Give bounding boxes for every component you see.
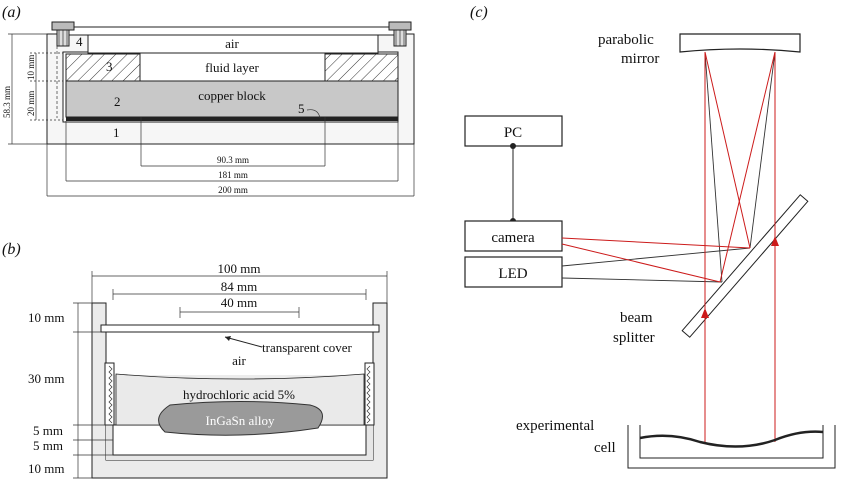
beam-splitter [681, 194, 809, 338]
mirror-label-line1: parabolic [598, 32, 654, 48]
arrow-up-left-icon [701, 308, 709, 318]
dim-10-label: 10 mm [26, 55, 36, 80]
part-5-label: 5 [298, 101, 305, 116]
panel-b-label: (b) [2, 241, 21, 258]
glass-cover [87, 34, 379, 54]
spacer-left [65, 53, 141, 82]
transparent-cover [100, 324, 380, 333]
panel-b: (b) transparent cover air hydrochloric a… [2, 241, 388, 479]
dim-40-label: 40 mm [221, 295, 257, 310]
dim-5b-label: 5 mm [33, 438, 63, 453]
part-4-label: 4 [76, 34, 83, 49]
transparent-cover-label: transparent cover [262, 340, 353, 355]
led-label: LED [498, 266, 527, 282]
dim-20-label: 20 mm [26, 91, 36, 116]
air-label-b: air [232, 353, 246, 368]
camera-label: camera [491, 230, 535, 246]
fluid-layer-label: fluid layer [205, 60, 259, 75]
splitter-label-line1: beam [620, 310, 653, 326]
copper-block [65, 80, 399, 118]
pc-label: PC [504, 125, 522, 141]
panel-a: (a) air 4 fluid layer 3 copper block 2 [2, 4, 415, 197]
dim-181-label: 181 mm [218, 170, 248, 180]
dim-10-bottom-label: 10 mm [28, 461, 64, 476]
ray-led-1 [561, 247, 751, 267]
cover-leader [224, 336, 263, 348]
dim-10-top-label: 10 mm [28, 310, 64, 325]
dim-84-label: 84 mm [221, 279, 257, 294]
cell-label-line2: cell [594, 440, 616, 456]
dim-5a-label: 5 mm [33, 423, 63, 438]
bolt-right-icon [388, 21, 412, 47]
copper-block-label: copper block [198, 88, 266, 103]
vessel-body [91, 302, 388, 479]
ray-camera-1 [561, 237, 751, 249]
dim-583-label: 58.3 mm [2, 86, 12, 118]
heater-plate [66, 117, 398, 121]
spacer-right [324, 53, 399, 82]
camera-box [464, 220, 563, 252]
ray-led-2 [561, 277, 723, 283]
part-3-label: 3 [106, 59, 113, 74]
ingasn-alloy-blob [158, 401, 323, 436]
cell-surface-wave [639, 430, 824, 448]
dim-30-label: 30 mm [28, 371, 64, 386]
part-1-label: 1 [113, 125, 120, 140]
mirror-label-line2: mirror [621, 51, 659, 67]
arrow-up-right-icon [771, 236, 779, 246]
air-label-a: air [225, 36, 239, 51]
thread-right [364, 362, 375, 426]
led-box [464, 256, 563, 288]
dim-200-label: 200 mm [218, 185, 248, 195]
top-lid [62, 26, 399, 36]
ray-camera-2 [561, 243, 721, 283]
splitter-label-line2: splitter [613, 330, 655, 346]
experimental-cell [627, 425, 836, 469]
cell-label-line1: experimental [516, 418, 594, 434]
panel-c-label: (c) [470, 4, 488, 21]
pc-box [464, 115, 563, 147]
dim-903-label: 90.3 mm [217, 155, 249, 165]
acid-label: hydrochloric acid 5% [183, 387, 295, 402]
panel-a-label: (a) [2, 4, 21, 21]
panel-c: (c) parabolic mirror PC camera LED beam … [464, 4, 836, 469]
parabolic-mirror [679, 33, 801, 53]
part-2-label: 2 [114, 94, 121, 109]
part-5-leader [306, 109, 321, 119]
bolt-left-icon [51, 21, 75, 47]
dim-100-label: 100 mm [218, 261, 261, 276]
alloy-label: InGaSn alloy [206, 413, 275, 428]
